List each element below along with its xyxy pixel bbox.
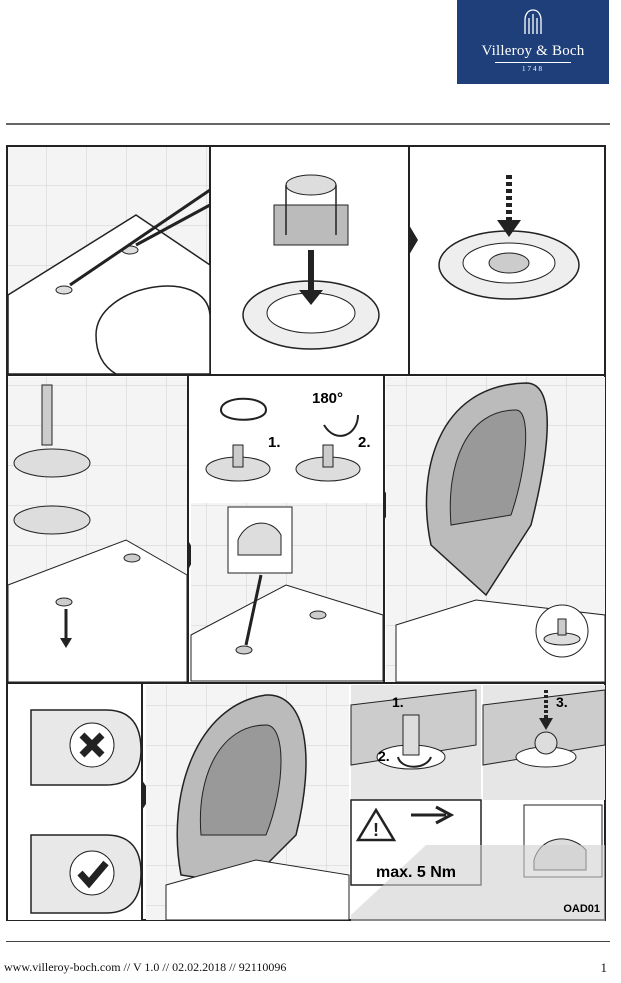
step-insert-plug — [242, 174, 380, 350]
step-bolt-washers — [7, 377, 188, 683]
press-step-3: 3. — [556, 694, 568, 710]
step-label-1: 1. — [268, 434, 281, 451]
correct-icon — [77, 860, 109, 889]
step-press-cap — [351, 685, 606, 921]
wrong-icon — [79, 732, 105, 758]
page-number: 1 — [600, 960, 608, 975]
brand-year: 1748 — [522, 65, 544, 73]
svg-text:!: ! — [373, 820, 379, 840]
step-press-plug — [438, 175, 580, 300]
rotation-label: 180° — [312, 390, 343, 407]
step-check-fit — [8, 685, 142, 920]
wrench-icon — [411, 805, 455, 825]
step-rotate-bolt — [190, 397, 384, 682]
torque-label: max. 5 Nm — [376, 864, 456, 881]
step-place-seat — [386, 377, 606, 683]
diagram-code: OAD01 — [563, 903, 600, 915]
instruction-diagram: ! 1. 2. 180° 1. 2. 3. max. 5 Nm OAD01 — [6, 145, 606, 921]
brand-name: Villeroy & Boch — [481, 43, 585, 59]
step-label-2: 2. — [358, 434, 371, 451]
crown-icon — [524, 9, 542, 34]
footer-divider — [6, 941, 610, 942]
step-tighten: ! — [350, 685, 482, 886]
panel-grid — [6, 145, 606, 921]
arrow-next-icon — [409, 225, 418, 255]
tighten-step-2: 2. — [378, 748, 390, 764]
brand-logo: Villeroy & Boch 1748 — [457, 0, 609, 84]
logo-rule — [495, 62, 571, 63]
step-seat-on-bowl — [146, 685, 350, 921]
header-divider — [6, 123, 610, 125]
instruction-panel: ! 1. 2. 180° 1. 2. 3. max. 5 Nm OAD01 — [6, 145, 606, 921]
warning-icon — [355, 807, 397, 842]
step-bowl-holes — [7, 147, 211, 375]
tighten-step-1: 1. — [392, 694, 404, 710]
footer-text: www.villeroy-boch.com // V 1.0 // 02.02.… — [4, 960, 287, 974]
